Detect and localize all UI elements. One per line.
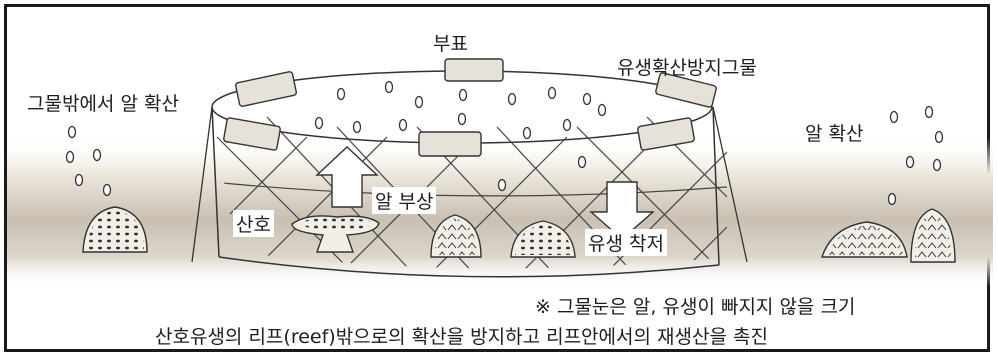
net-bottom-rim [218,256,720,278]
net-illustration [7,58,993,287]
coral-label: 산호 [233,210,274,237]
diagram-frame: 부표 유생확산방지그물 그물밖에서 알 확산 알 확산 산호 알 부상 유생 착… [4,4,993,352]
mesh-note: ※ 그물눈은 알, 유생이 빠지지 않을 크기 [535,296,856,318]
egg-float-label: 알 부상 [372,187,437,214]
buoys [223,58,717,157]
egg-spread-label: 알 확산 [805,123,864,145]
outside-spread-label: 그물밖에서 알 확산 [27,93,179,115]
sea-band [7,137,993,287]
caption: 산호유생의 리프(reef)밖으로의 확산을 방지하고 리프안에서의 재생산을 … [155,326,768,348]
buoy-label: 부표 [433,33,468,55]
larva-settle-label: 유생 착저 [585,229,667,256]
eggs [65,80,944,206]
net-label: 유생확산방지그물 [617,57,757,79]
settle-arrow [589,181,655,240]
float-arrow [315,146,379,208]
